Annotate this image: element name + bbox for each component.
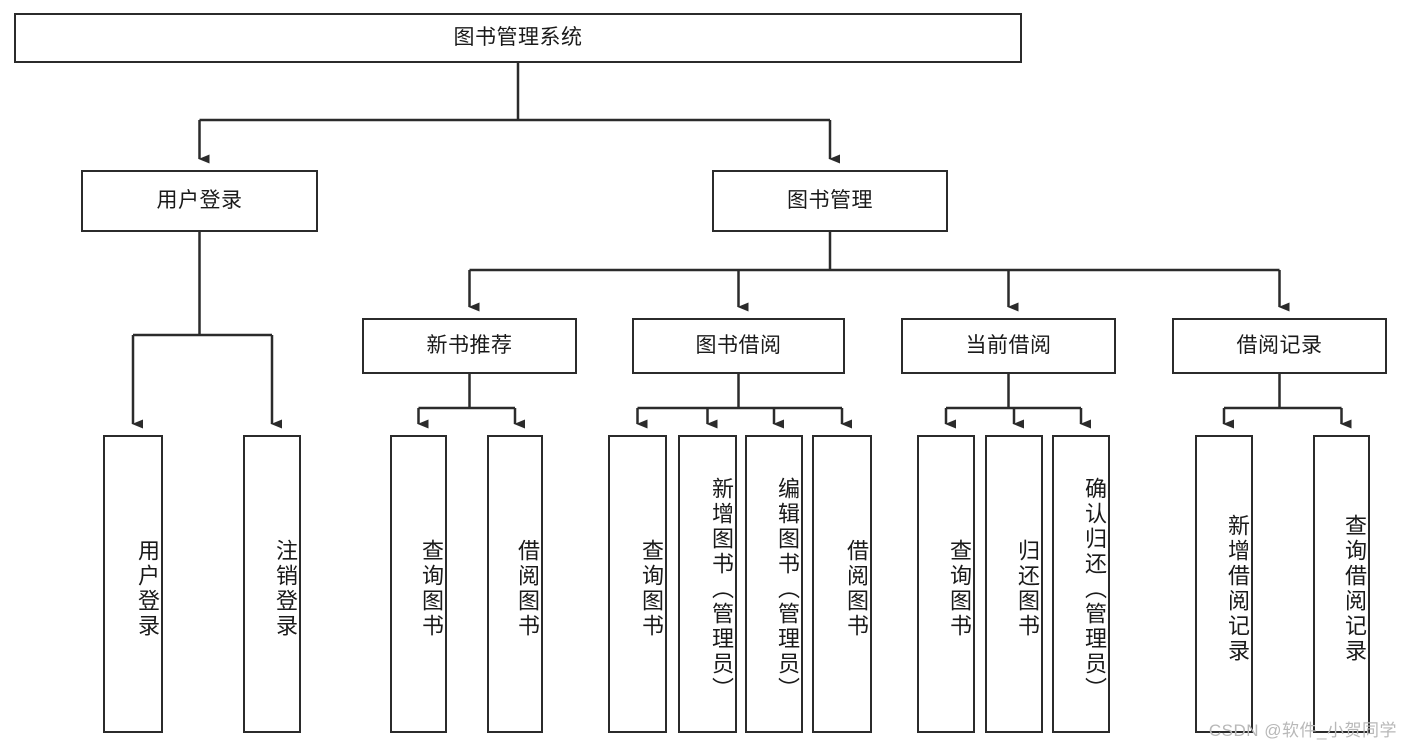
node-leaf5[interactable]: 查询图书: [608, 435, 667, 733]
node-leaf12[interactable]: 新增借阅记录: [1195, 435, 1253, 733]
node-leaf11[interactable]: 确认归还（管理员）: [1052, 435, 1110, 733]
node-label: 新书推荐: [426, 334, 513, 358]
node-label: 查询图书: [419, 539, 444, 639]
node-leaf2[interactable]: 注销登录: [243, 435, 301, 733]
node-leaf13[interactable]: 查询借阅记录: [1313, 435, 1370, 733]
node-label: 图书管理系统: [453, 26, 583, 50]
node-login[interactable]: 用户登录: [81, 170, 318, 232]
node-label: 借阅图书: [844, 539, 869, 639]
node-bookmgmt[interactable]: 图书管理: [712, 170, 948, 232]
node-label: 注销登录: [273, 539, 298, 639]
node-label: 用户登录: [135, 539, 160, 639]
node-label: 查询图书: [947, 539, 972, 639]
node-leaf4[interactable]: 借阅图书: [487, 435, 543, 733]
node-leaf6[interactable]: 新增图书（管理员）: [678, 435, 737, 733]
node-leaf8[interactable]: 借阅图书: [812, 435, 872, 733]
node-label: 查询图书: [639, 539, 664, 639]
node-root[interactable]: 图书管理系统: [14, 13, 1022, 63]
node-leaf10[interactable]: 归还图书: [985, 435, 1043, 733]
node-leaf1[interactable]: 用户登录: [103, 435, 163, 733]
node-leaf3[interactable]: 查询图书: [390, 435, 447, 733]
node-newbooks[interactable]: 新书推荐: [362, 318, 577, 374]
node-current[interactable]: 当前借阅: [901, 318, 1116, 374]
node-leaf7[interactable]: 编辑图书（管理员）: [745, 435, 803, 733]
node-label: 借阅记录: [1236, 334, 1323, 358]
node-label: 用户登录: [156, 189, 243, 213]
node-borrow[interactable]: 图书借阅: [632, 318, 845, 374]
node-label: 当前借阅: [965, 334, 1052, 358]
node-records[interactable]: 借阅记录: [1172, 318, 1387, 374]
node-leaf9[interactable]: 查询图书: [917, 435, 975, 733]
node-label: 确认归还（管理员）: [1082, 476, 1107, 702]
watermark-label: CSDN @软件_小贺同学: [1208, 721, 1397, 740]
node-label: 图书借阅: [695, 334, 782, 358]
node-label: 归还图书: [1015, 539, 1040, 639]
node-label: 新增借阅记录: [1225, 514, 1250, 664]
node-label: 查询借阅记录: [1342, 514, 1367, 664]
node-label: 图书管理: [787, 189, 873, 213]
node-label: 新增图书（管理员）: [709, 476, 734, 702]
node-label: 借阅图书: [515, 539, 540, 639]
node-label: 编辑图书（管理员）: [775, 476, 800, 702]
